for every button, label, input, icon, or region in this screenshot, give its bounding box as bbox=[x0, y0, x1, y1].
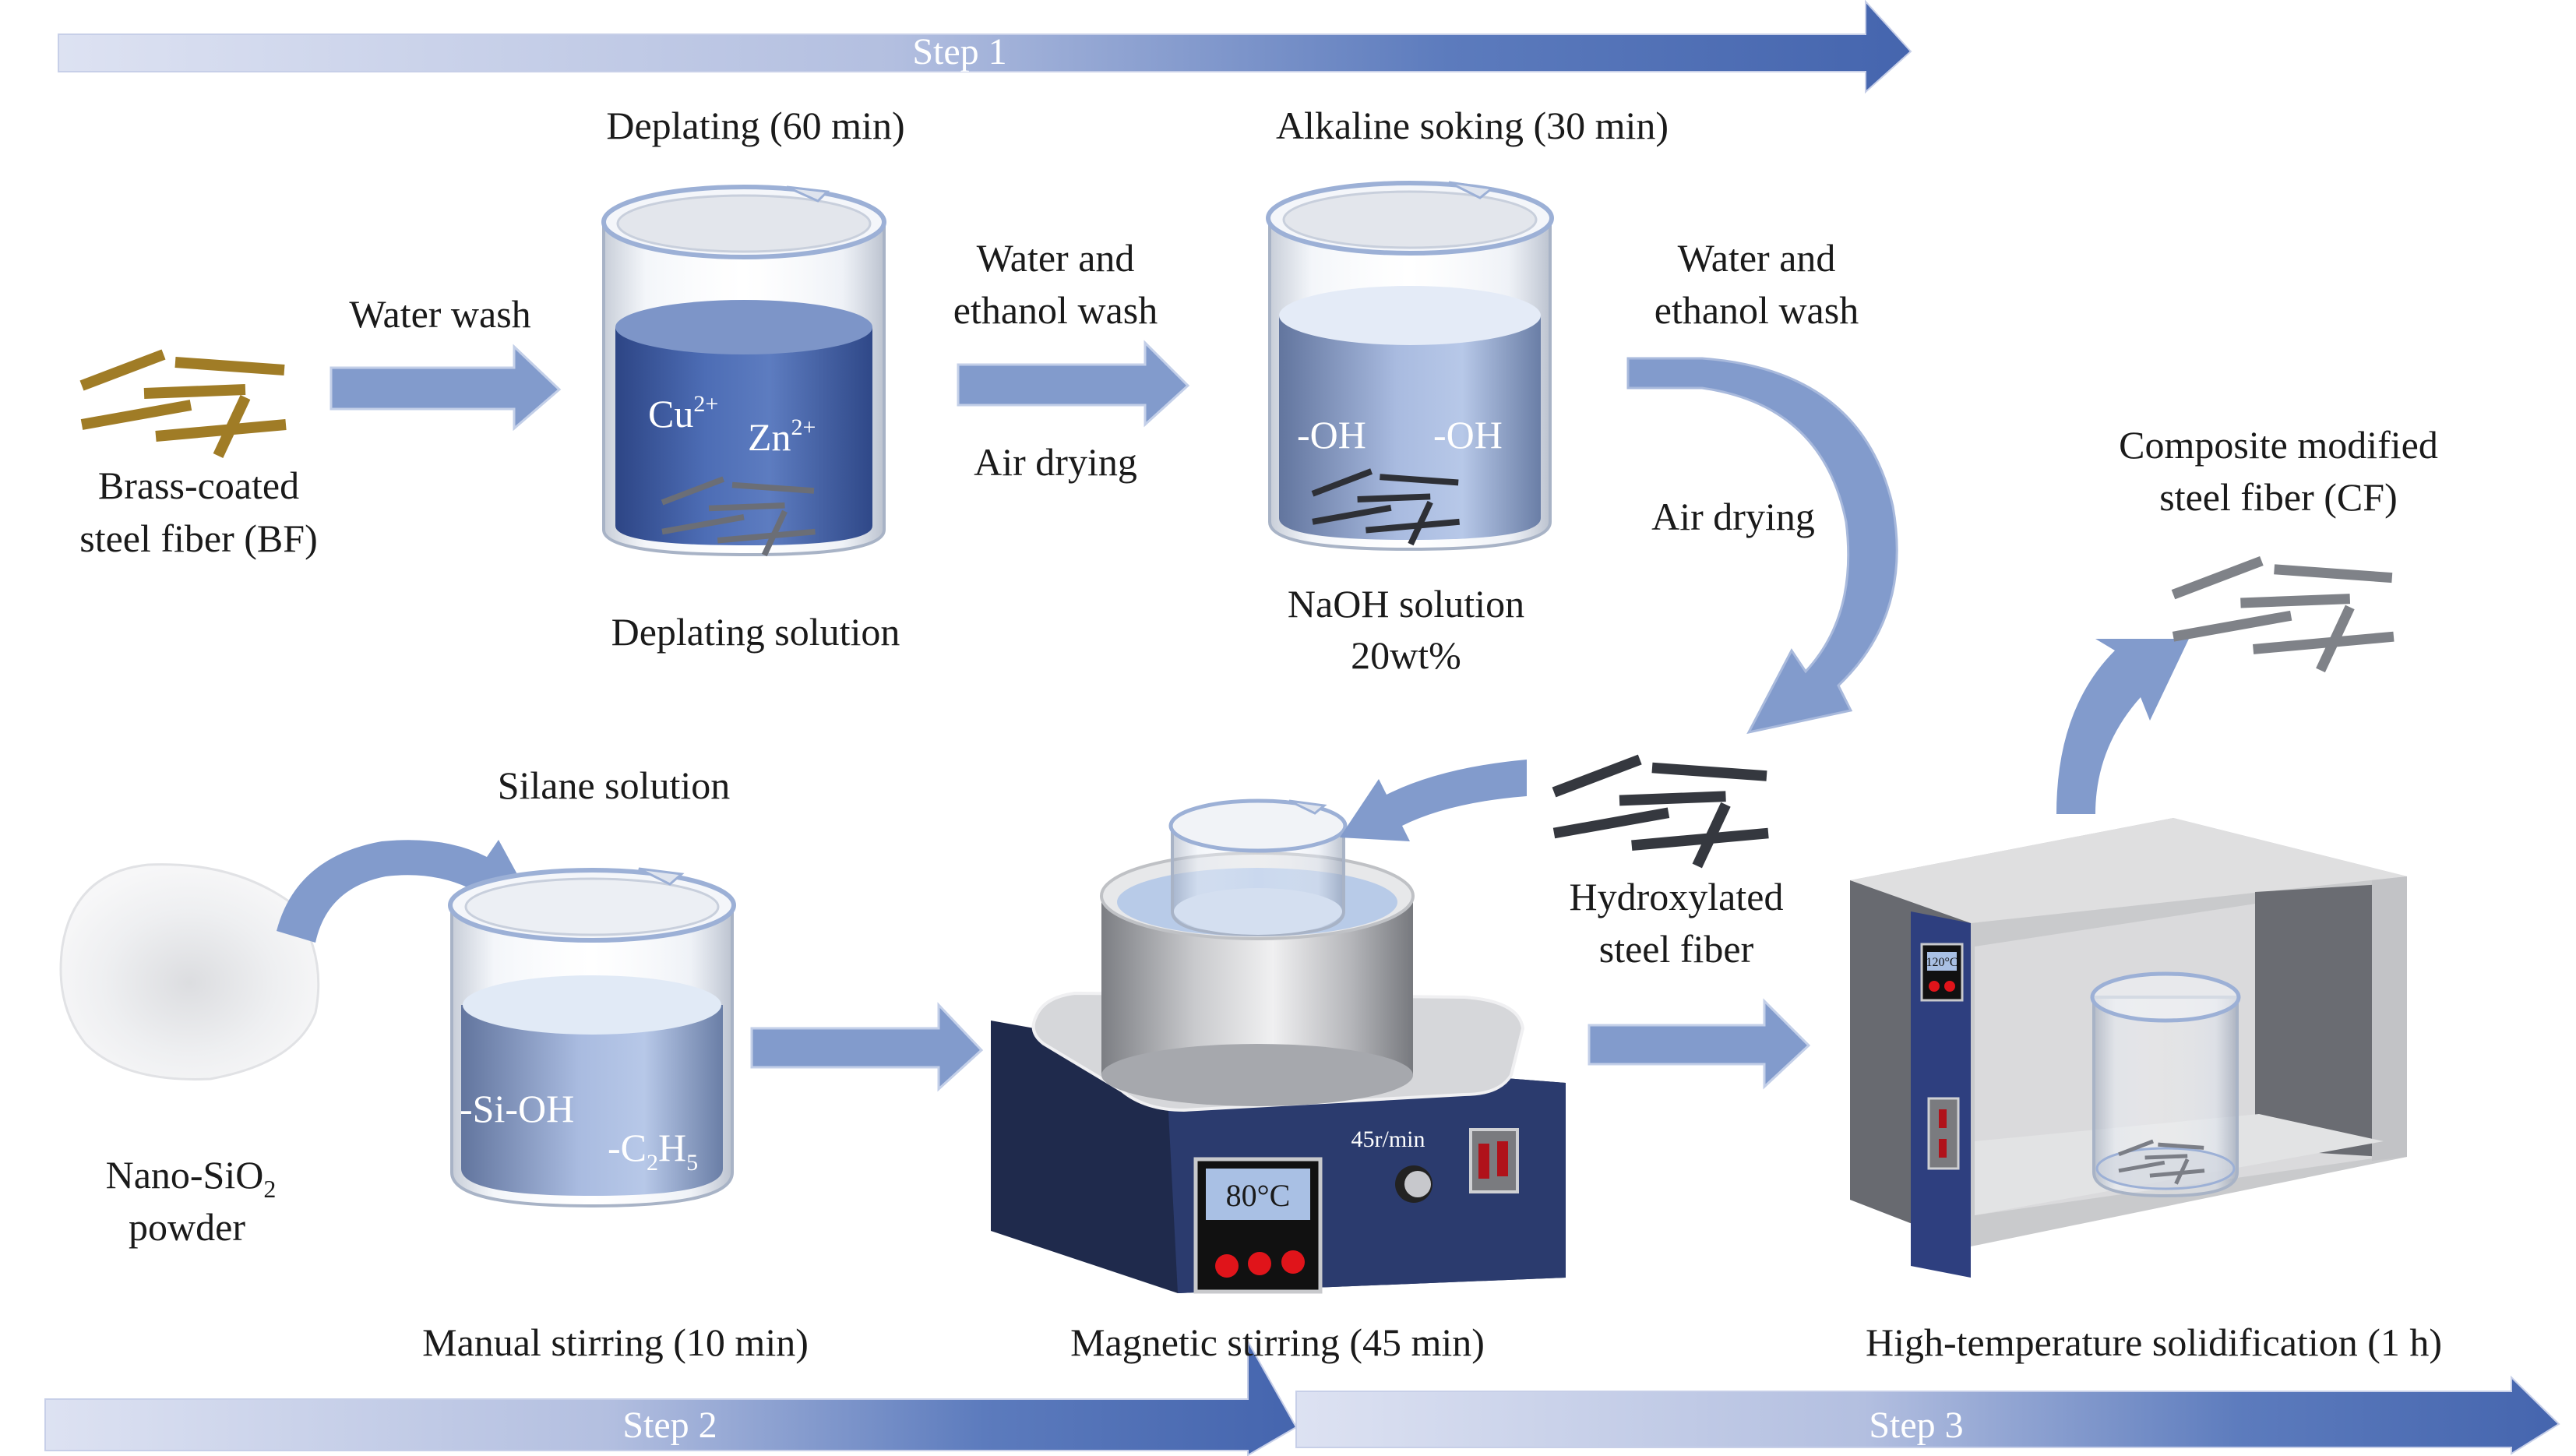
arrow-right-icon bbox=[957, 340, 1190, 428]
nano-sio2-powder-icon bbox=[59, 863, 320, 1081]
nano-sio2-label-line1: Nano-SiO2 bbox=[106, 1153, 277, 1203]
step1-bar: Step 1 bbox=[58, 0, 1912, 94]
magnetic-stirring-caption: Magnetic stirring (45 min) bbox=[1070, 1320, 1485, 1364]
naoh-beaker: -OH -OH bbox=[1266, 181, 1554, 552]
step2-label: Step 2 bbox=[622, 1405, 717, 1446]
c2h5-group: -C2H5 bbox=[608, 1126, 698, 1176]
deplating-title: Deplating (60 min) bbox=[606, 104, 904, 147]
zn-ion-label: Zn2+ bbox=[748, 414, 816, 459]
curved-arrow-down-icon bbox=[1626, 357, 1898, 735]
wash2-label-line1: Water and bbox=[977, 236, 1135, 280]
wash2-label-line2: ethanol wash bbox=[953, 288, 1158, 332]
curved-arrow-left-icon bbox=[1340, 760, 1527, 841]
stirrer-button-1[interactable] bbox=[1215, 1254, 1239, 1278]
wash3-label-line2: ethanol wash bbox=[1654, 288, 1859, 332]
hydroxylated-label-line1: Hydroxylated bbox=[1570, 875, 1784, 918]
product-label-line1: Composite modified bbox=[2119, 423, 2438, 467]
oven-button-2[interactable] bbox=[1944, 981, 1955, 992]
manual-stirring-caption: Manual stirring (10 min) bbox=[422, 1320, 809, 1364]
oven-button-1[interactable] bbox=[1929, 981, 1940, 992]
curved-arrow-right-icon bbox=[277, 840, 537, 943]
stirrer-button-2[interactable] bbox=[1248, 1252, 1271, 1275]
hydroxylated-fiber-icon bbox=[1554, 760, 1768, 866]
oven-switch[interactable] bbox=[1927, 1097, 1960, 1170]
si-oh-group: -Si-OH bbox=[460, 1087, 574, 1130]
nano-sio2-label-line2: powder bbox=[129, 1205, 245, 1249]
deplating-solution-caption: Deplating solution bbox=[611, 610, 900, 654]
brass-fiber-label-line2: steel fiber (BF) bbox=[79, 516, 317, 560]
silane-beaker: -Si-OH -C2H5 bbox=[448, 867, 736, 1208]
step3-bar: Step 3 bbox=[1295, 1375, 2560, 1455]
composite-fiber-icon bbox=[2173, 561, 2394, 670]
alkaline-soaking-title: Alkaline soking (30 min) bbox=[1276, 104, 1669, 147]
naoh-caption-line1: NaOH solution bbox=[1288, 582, 1524, 626]
stirrer-switch[interactable] bbox=[1469, 1128, 1519, 1193]
arrow-right-icon bbox=[1588, 998, 1811, 1090]
silane-solution-title: Silane solution bbox=[498, 763, 731, 807]
deplating-beaker: Cu2+ Zn2+ bbox=[601, 185, 886, 555]
oh-group-2: -OH bbox=[1433, 413, 1503, 457]
step1-label: Step 1 bbox=[912, 31, 1006, 72]
brass-fiber-icon bbox=[82, 354, 286, 456]
solidification-caption: High-temperature solidification (1 h) bbox=[1866, 1320, 2442, 1364]
magnetic-stirrer: 80°C 45r/min bbox=[991, 799, 1566, 1294]
air-drying-label-2: Air drying bbox=[1651, 495, 1815, 538]
water-wash-label: Water wash bbox=[349, 292, 530, 336]
stirrer-temp-display: 80°C bbox=[1226, 1178, 1291, 1213]
hydroxylated-label-line2: steel fiber bbox=[1599, 927, 1754, 971]
product-label-line2: steel fiber (CF) bbox=[2159, 475, 2397, 519]
oh-group-1: -OH bbox=[1297, 413, 1366, 457]
step3-label: Step 3 bbox=[1869, 1405, 1963, 1446]
stirrer-speed-label: 45r/min bbox=[1351, 1126, 1425, 1152]
oven-temp-display: 120°C bbox=[1926, 956, 1958, 969]
arrow-right-icon bbox=[329, 344, 562, 432]
naoh-caption-line2: 20wt% bbox=[1351, 633, 1461, 677]
drying-oven: 120°C bbox=[1850, 818, 2407, 1278]
curved-arrow-up-icon bbox=[2056, 639, 2189, 814]
brass-fiber-label-line1: Brass-coated bbox=[98, 464, 299, 507]
arrow-right-icon bbox=[750, 1002, 984, 1092]
wash3-label-line1: Water and bbox=[1678, 236, 1836, 280]
stirrer-button-3[interactable] bbox=[1281, 1250, 1305, 1274]
step2-bar: Step 2 bbox=[44, 1338, 1298, 1456]
air-drying-label-1: Air drying bbox=[974, 440, 1137, 484]
cu-ion-label: Cu2+ bbox=[648, 391, 718, 435]
